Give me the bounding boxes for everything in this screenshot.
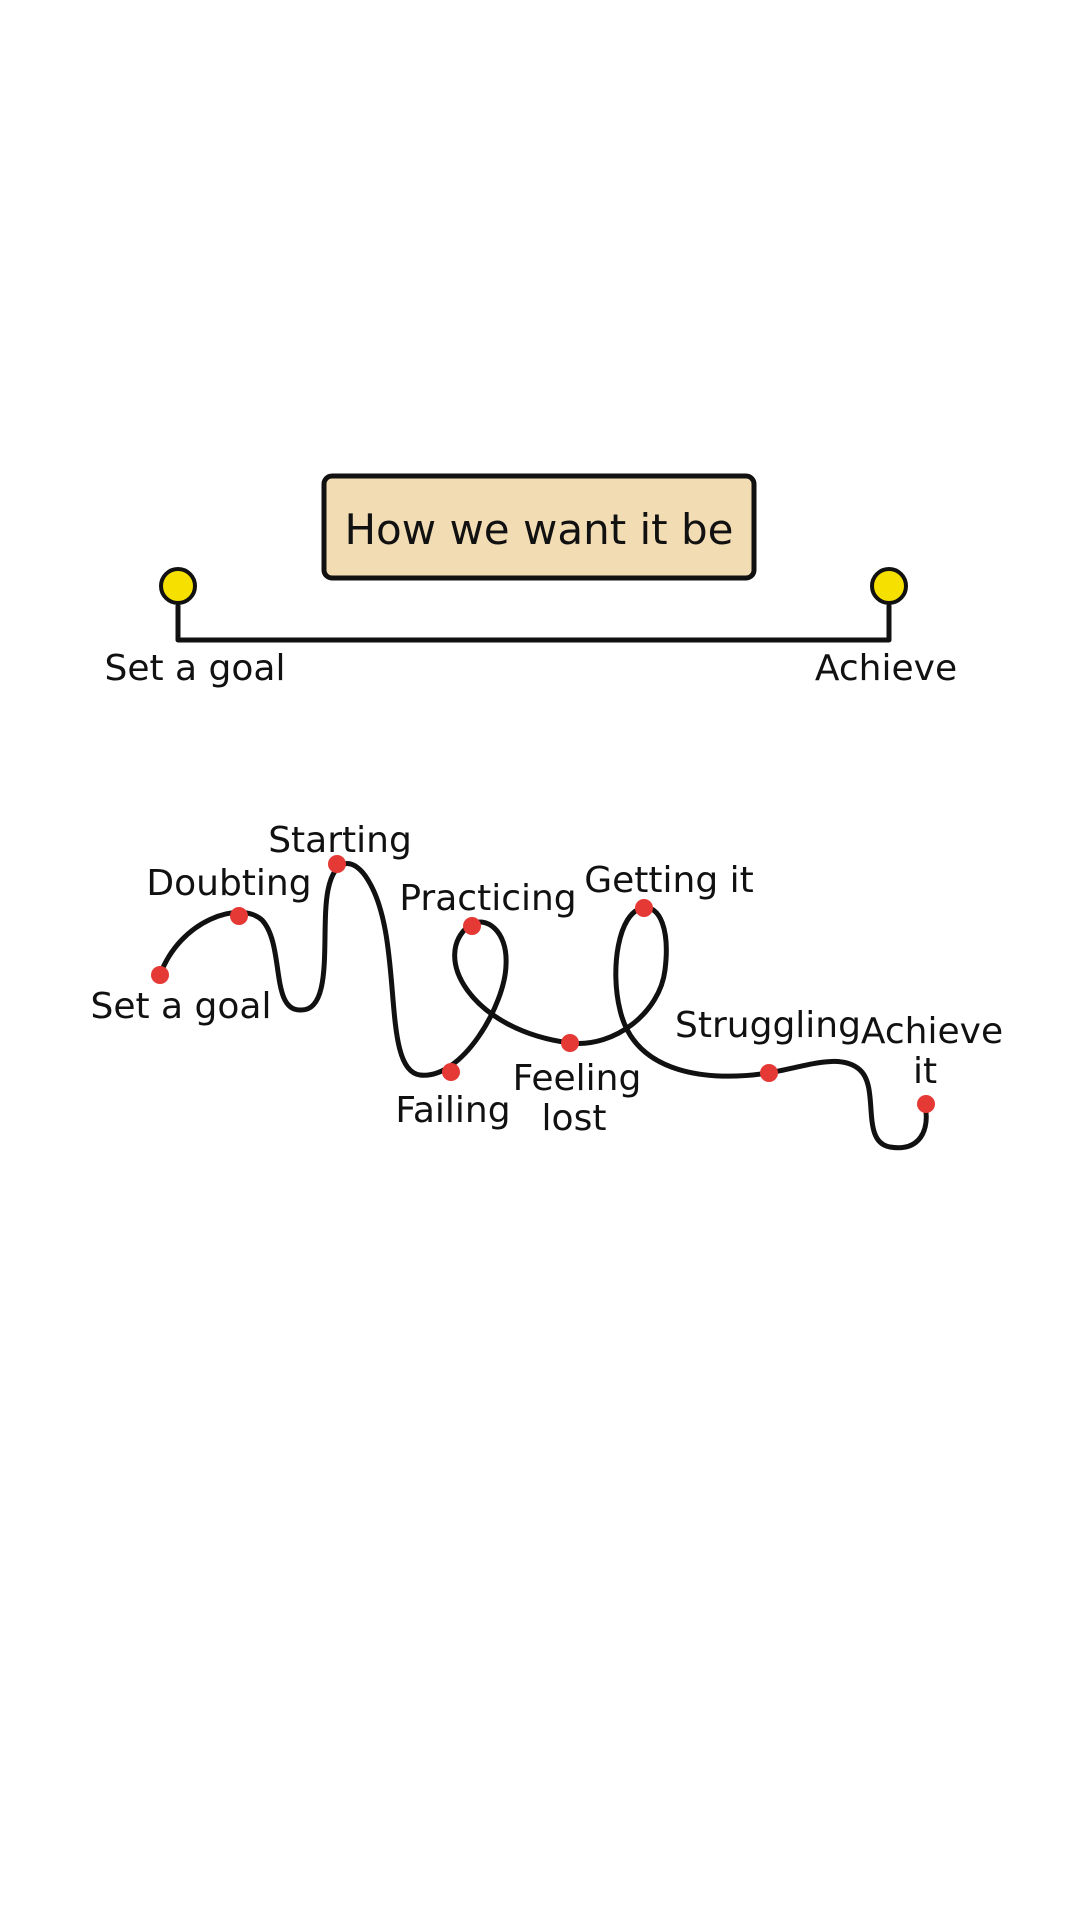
- reality-marker-struggling: [760, 1064, 778, 1082]
- reality-marker-practicing: [463, 917, 481, 935]
- ideal-straight-line: [175, 603, 892, 643]
- reality-marker-starting: [328, 855, 346, 873]
- reality-marker-getting-it: [635, 899, 653, 917]
- reality-marker-doubting: [230, 907, 248, 925]
- reality-label-getting-it: Getting it: [584, 860, 754, 901]
- reality-label-set-a-goal: Set a goal: [90, 986, 271, 1027]
- reality-label-achieve-it-line2: it: [913, 1051, 937, 1092]
- ideal-start-marker: [159, 567, 197, 605]
- title-box: [321, 473, 757, 581]
- ideal-end-label: Achieve: [815, 648, 957, 689]
- reality-marker-set-a-goal: [151, 966, 169, 984]
- ideal-end-marker: [870, 567, 908, 605]
- reality-label-feeling-lost-line2: lost: [542, 1098, 607, 1139]
- reality-marker-achieve-it: [917, 1095, 935, 1113]
- title-text: How we want it be: [344, 505, 733, 554]
- reality-marker-failing: [442, 1063, 460, 1081]
- reality-marker-feeling-lost: [561, 1034, 579, 1052]
- reality-label-feeling-lost-line1: Feeling: [513, 1058, 642, 1099]
- reality-label-struggling: Struggling: [675, 1005, 861, 1046]
- reality-path-group: Set a goal Doubting Starting Practicing …: [90, 820, 1003, 1151]
- reality-label-achieve-it-line1: Achieve: [861, 1011, 1003, 1052]
- reality-label-starting: Starting: [268, 820, 412, 861]
- reality-label-practicing: Practicing: [399, 878, 576, 919]
- ideal-path-group: How we want it be Set a goal Achieve: [104, 473, 957, 689]
- reality-label-doubting: Doubting: [146, 863, 311, 904]
- ideal-start-label: Set a goal: [104, 648, 285, 689]
- reality-label-failing: Failing: [395, 1090, 510, 1131]
